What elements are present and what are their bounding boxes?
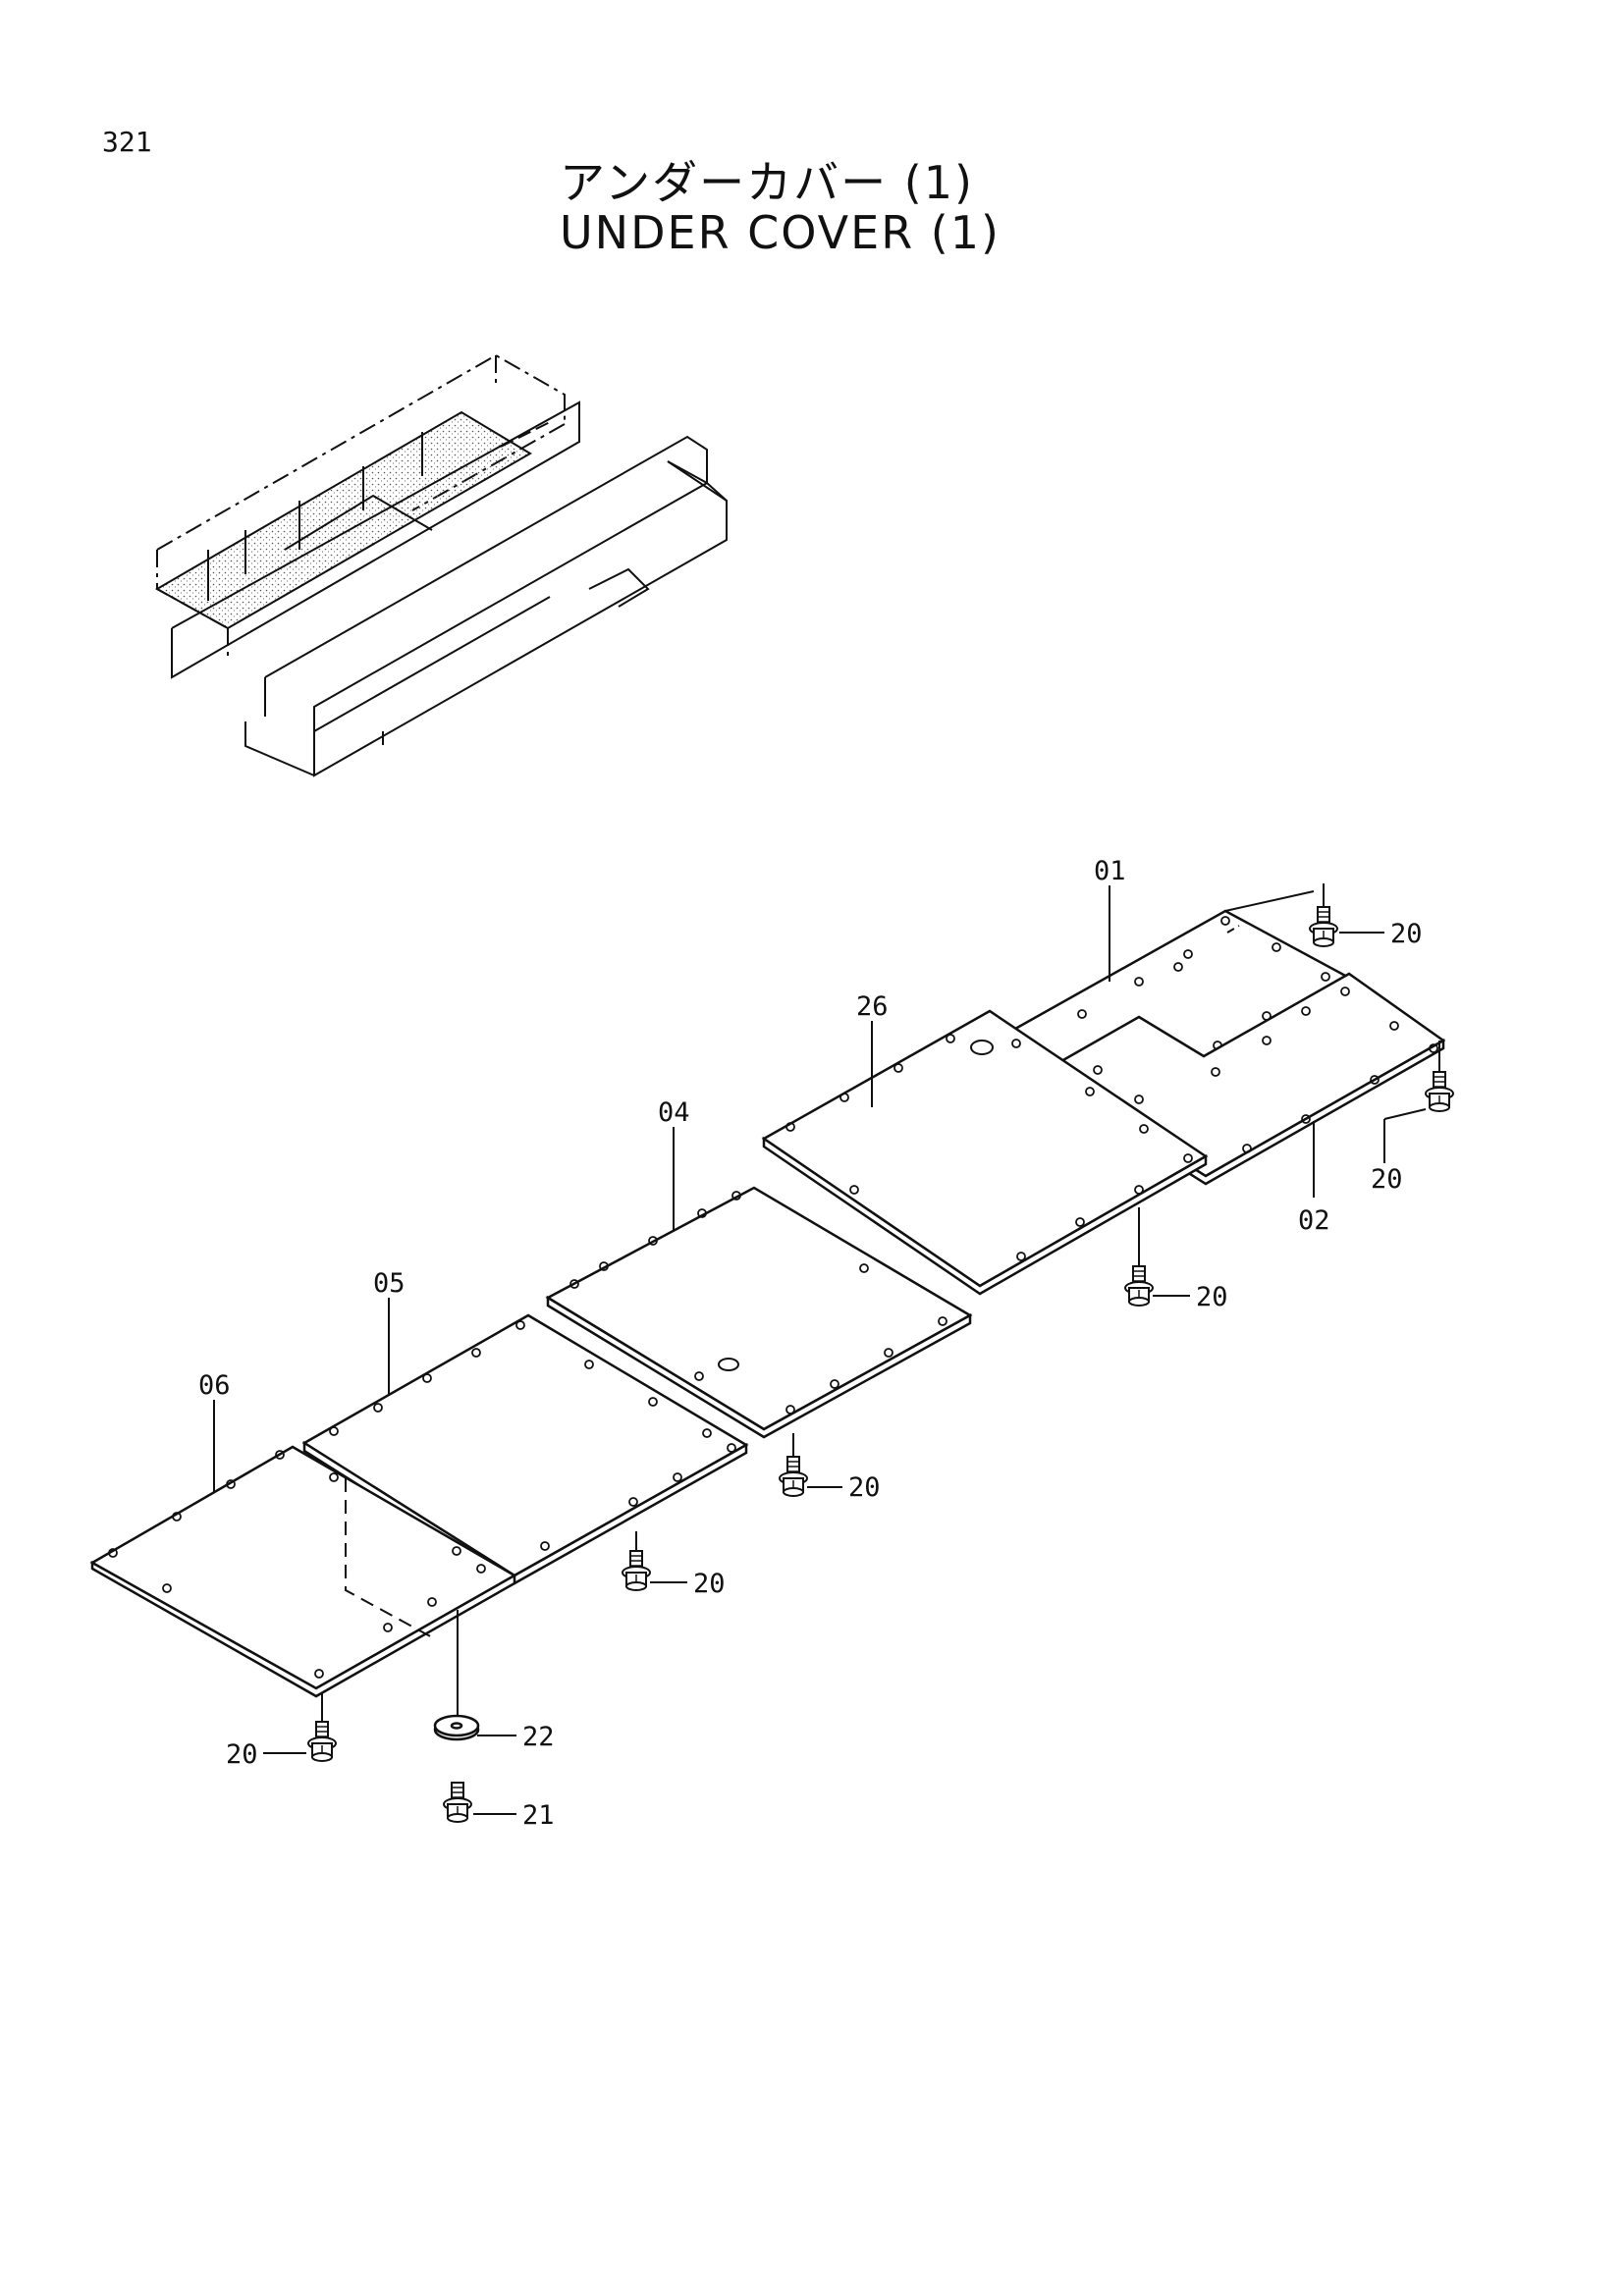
callout-20-e: 20 bbox=[693, 1569, 726, 1599]
page-number: 321 bbox=[102, 126, 152, 158]
callout-20-d: 20 bbox=[848, 1472, 881, 1503]
title-japanese: アンダーカバー (1) bbox=[560, 156, 974, 209]
bolt-icon bbox=[1309, 906, 1338, 947]
callout-01: 01 bbox=[1094, 856, 1126, 886]
callout-26: 26 bbox=[856, 991, 889, 1022]
title-english: UNDER COVER (1) bbox=[560, 206, 1001, 259]
bolt-icon bbox=[622, 1550, 651, 1591]
callout-20-f: 20 bbox=[226, 1739, 258, 1770]
callout-05: 05 bbox=[373, 1268, 406, 1299]
callout-20-a: 20 bbox=[1390, 919, 1423, 949]
bolt-icon bbox=[1425, 1071, 1454, 1112]
callout-labels: 01 02 26 04 05 06 20 20 20 20 20 20 22 2… bbox=[198, 856, 1423, 1831]
callout-22: 22 bbox=[522, 1722, 555, 1752]
panel-05 bbox=[301, 1313, 749, 1585]
panel-04 bbox=[545, 1186, 973, 1439]
overview-sketch bbox=[154, 353, 728, 777]
callout-21: 21 bbox=[522, 1800, 555, 1831]
bolt-icon bbox=[307, 1721, 337, 1762]
callout-20-c: 20 bbox=[1196, 1282, 1228, 1312]
callout-06: 06 bbox=[198, 1370, 231, 1401]
bolt-icon bbox=[779, 1456, 808, 1497]
panel-26 bbox=[761, 1009, 1209, 1296]
bolt-icon bbox=[1124, 1265, 1154, 1307]
panel-06 bbox=[89, 1445, 517, 1698]
leader-lines bbox=[213, 885, 1427, 1815]
callout-02: 02 bbox=[1298, 1205, 1330, 1236]
washer-icon bbox=[433, 1714, 480, 1741]
assembly-lines bbox=[345, 1478, 433, 1638]
callout-20-b: 20 bbox=[1371, 1164, 1403, 1195]
callout-04: 04 bbox=[658, 1097, 690, 1128]
bolt-icon bbox=[443, 1782, 472, 1823]
